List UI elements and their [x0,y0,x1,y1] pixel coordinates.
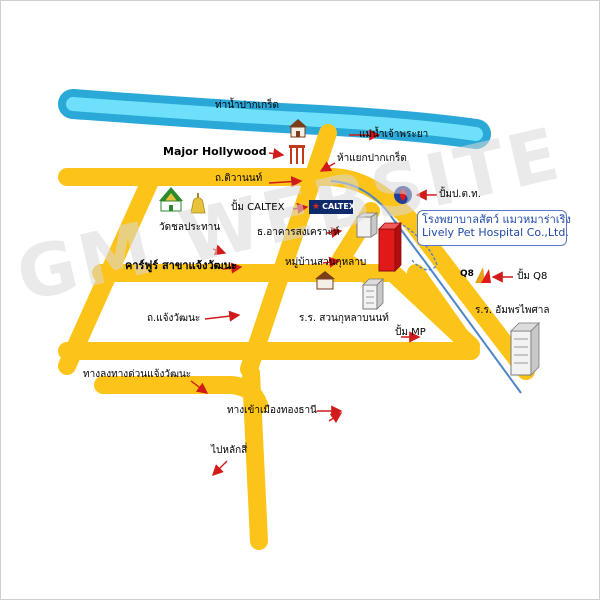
label-river: แม่น้ำเจ้าพระยา [359,129,429,140]
label-junction: ห้าแยกปากเกร็ด [337,153,407,164]
label-carrefour: คาร์ฟูร์ สาขาแจ้งวัฒนะ [125,259,238,272]
label-tiwanon-road: ถ.ติวานนท์ [215,173,263,184]
road-pier [240,124,337,378]
bell-icon [190,193,206,214]
label-ampornpaisarn-school: ร.ร. อัมพรไพศาล [475,305,550,316]
label-major-hollywood: Major Hollywood [163,145,267,158]
hospital-callout: โรงพยาบาลสัตว์ แมวหมาร่าเริง Lively Pet … [417,210,571,246]
arrows [190,129,513,476]
road-south [242,364,268,550]
ptt-icon [394,186,412,204]
label-village: หมู่บ้านสวนกุหลาบ [285,257,367,268]
label-pier: ท่าน้ำปากเกร็ด [215,100,280,111]
label-building: ธ.อาคารสงเคราะห์ [257,227,340,238]
label-muangthong: ทางเข้าเมืองทองธานี [227,405,317,416]
temple-icon [159,187,183,212]
road-tiwanon-east [322,168,535,380]
road-lower-diagonal [407,264,480,360]
gate-icon [289,145,305,164]
house-icon [289,119,307,138]
roads [58,124,535,550]
q8-text: Q8 [460,269,474,279]
village-house-icon [315,271,335,290]
label-ptt-pump: ปั้มป.ต.ท. [439,189,481,200]
hospital-name-english: Lively Pet Hospital Co.,Ltd. [422,226,569,239]
q8-logo [475,267,491,283]
tower-building-icon [510,322,540,376]
label-suankularb-school: ร.ร. สวนกุหลาบนนท์ [299,313,389,324]
road-expressway-ramp [94,376,268,414]
route-line [330,180,522,394]
hospital-name-thai: โรงพยาบาลสัตว์ แมวหมาร่าเริง [422,213,571,226]
label-caltex-pump: ปั้ม CALTEX [231,202,285,213]
school-building-icon [362,278,384,310]
label-expressway: ทางลงทางด่วนแจ้งวัฒนะ [83,369,192,380]
label-q8-pump: ปั้ม Q8 [517,271,548,282]
river-highlight [66,97,483,141]
label-mp-pump: ปั้ม MP [395,327,426,338]
caltex-logo: ★CALTEX [309,200,355,214]
label-laksi: ไปหลักสี่ [211,445,248,456]
label-chaengwattana-road: ถ.แจ้งวัฒนะ [147,313,201,324]
route-loop [393,220,438,271]
shell-building-icon [355,212,379,238]
label-temple: วัดชลประทาน [159,222,221,233]
hospital-building-icon [378,222,402,272]
